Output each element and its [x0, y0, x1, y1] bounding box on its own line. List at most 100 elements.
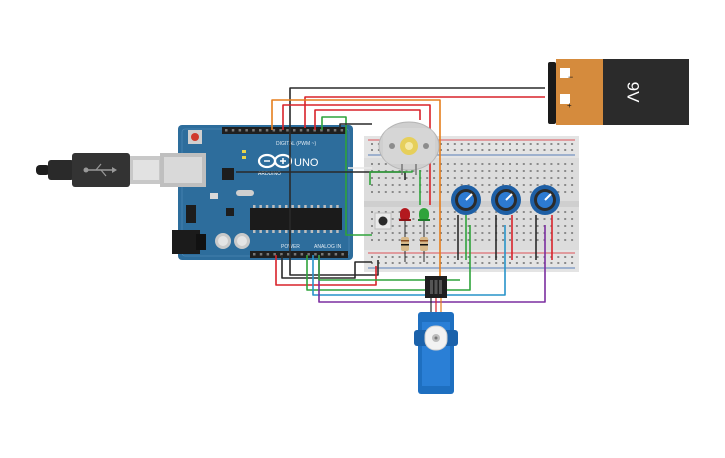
- wire-red-top-2[interactable]: [314, 109, 421, 130]
- breadboard-hole: [522, 256, 525, 258]
- breadboard-hole: [460, 177, 463, 179]
- breadboard-hole: [502, 177, 505, 179]
- usb-cable[interactable]: [36, 153, 162, 187]
- header-pin: [306, 129, 310, 132]
- header-pin: [279, 129, 282, 132]
- wire-green-arduino[interactable]: [321, 116, 372, 236]
- wire-blue-bottom[interactable]: [312, 225, 506, 296]
- breadboard-hole: [529, 211, 532, 213]
- breadboard-hole: [481, 177, 484, 179]
- breadboard-hole: [474, 170, 477, 172]
- wire-black-battery[interactable]: [289, 87, 545, 276]
- breadboard-hole: [384, 262, 387, 264]
- breadboard-hole: [515, 211, 518, 213]
- breadboard-hole: [391, 239, 394, 241]
- breadboard-hole: [391, 218, 394, 220]
- breadboard-hole: [571, 184, 574, 186]
- wire-red-bottom[interactable]: [275, 255, 377, 286]
- breadboard-hole: [371, 170, 373, 172]
- arduino-board[interactable]: DIGITAL (PWM ~) POWER ANALOG IN UNO ARDU…: [160, 125, 353, 260]
- breadboard-hole: [453, 256, 456, 258]
- battery-positive-label: +: [567, 101, 572, 110]
- breadboard-hole: [440, 211, 442, 213]
- breadboard-hole: [481, 149, 484, 151]
- breadboard-hole: [453, 211, 456, 213]
- battery-9v[interactable]: − + 9V: [548, 59, 689, 125]
- atmega-chip: [250, 208, 342, 230]
- arduino-logo: [257, 153, 293, 169]
- breadboard-hole: [502, 184, 505, 186]
- led-red[interactable]: [399, 208, 411, 221]
- resistor[interactable]: [401, 237, 409, 251]
- resistor[interactable]: [420, 237, 428, 251]
- breadboard-hole: [412, 256, 415, 258]
- breadboard-hole: [488, 184, 491, 186]
- breadboard-hole: [543, 170, 546, 172]
- breadboard-hole: [515, 225, 518, 227]
- breadboard-hole: [509, 225, 511, 227]
- breadboard-hole: [384, 163, 387, 165]
- breadboard-hole: [384, 191, 387, 193]
- breadboard-hole: [522, 232, 525, 234]
- breadboard-hole: [405, 262, 408, 264]
- breadboard-hole: [412, 184, 415, 186]
- breadboard-hole: [502, 218, 505, 220]
- breadboard-hole: [460, 149, 463, 151]
- breadboard-hole: [377, 211, 380, 213]
- breadboard-hole: [564, 143, 567, 145]
- breadboard-hole: [543, 149, 546, 151]
- chip-pin: [291, 205, 294, 208]
- dc-motor[interactable]: [378, 121, 440, 175]
- breadboard-hole: [495, 177, 498, 179]
- breadboard-hole: [460, 184, 463, 186]
- breadboard-hole: [557, 256, 560, 258]
- breadboard-hole: [405, 256, 408, 258]
- breadboard-hole: [419, 225, 422, 227]
- led-green[interactable]: [418, 208, 430, 221]
- breadboard-hole: [495, 262, 498, 264]
- digital-header[interactable]: [222, 127, 346, 134]
- potentiometer-3[interactable]: [530, 185, 560, 215]
- breadboard-hole: [391, 191, 394, 193]
- breadboard-hole: [529, 170, 532, 172]
- wire-black-bottom[interactable]: [281, 255, 372, 279]
- wire-green-pot[interactable]: [318, 255, 460, 281]
- breadboard-hole: [453, 143, 456, 145]
- breadboard-hole: [488, 225, 491, 227]
- breadboard-hole: [467, 143, 470, 145]
- power-analog-header[interactable]: [250, 251, 348, 258]
- breadboard-hole: [481, 225, 484, 227]
- wire-red-battery[interactable]: [304, 96, 545, 128]
- breadboard-hole: [522, 177, 525, 179]
- breadboard-hole: [536, 163, 539, 165]
- breadboard-hole: [571, 149, 574, 151]
- breadboard-hole: [446, 191, 449, 193]
- breadboard-hole: [474, 211, 477, 213]
- servo-motor[interactable]: [414, 276, 458, 394]
- battery-negative-label: −: [568, 72, 573, 82]
- wire-orange[interactable]: [271, 99, 441, 280]
- breadboard-hole: [460, 256, 463, 258]
- pushbutton[interactable]: [374, 212, 392, 230]
- chip-pin: [317, 230, 320, 233]
- breadboard-hole: [543, 177, 546, 179]
- chip-pin: [310, 230, 314, 233]
- wire-black-arduino[interactable]: [339, 123, 372, 128]
- potentiometer-1[interactable]: [451, 185, 481, 215]
- wires[interactable]: [236, 87, 553, 316]
- potentiometer-2[interactable]: [491, 185, 521, 215]
- wire-green-bottom[interactable]: [306, 225, 471, 291]
- header-pin: [245, 129, 248, 132]
- breadboard-hole: [377, 232, 380, 234]
- header-pin: [321, 253, 324, 256]
- breadboard-hole: [412, 262, 415, 264]
- breadboard-hole: [405, 225, 408, 227]
- breadboard-hole: [467, 149, 470, 151]
- breadboard-hole: [467, 239, 470, 241]
- breadboard-hole: [564, 262, 567, 264]
- breadboard-hole: [522, 191, 525, 193]
- chip-pin: [265, 205, 269, 208]
- chip-pin: [253, 230, 256, 233]
- breadboard-hole: [446, 184, 449, 186]
